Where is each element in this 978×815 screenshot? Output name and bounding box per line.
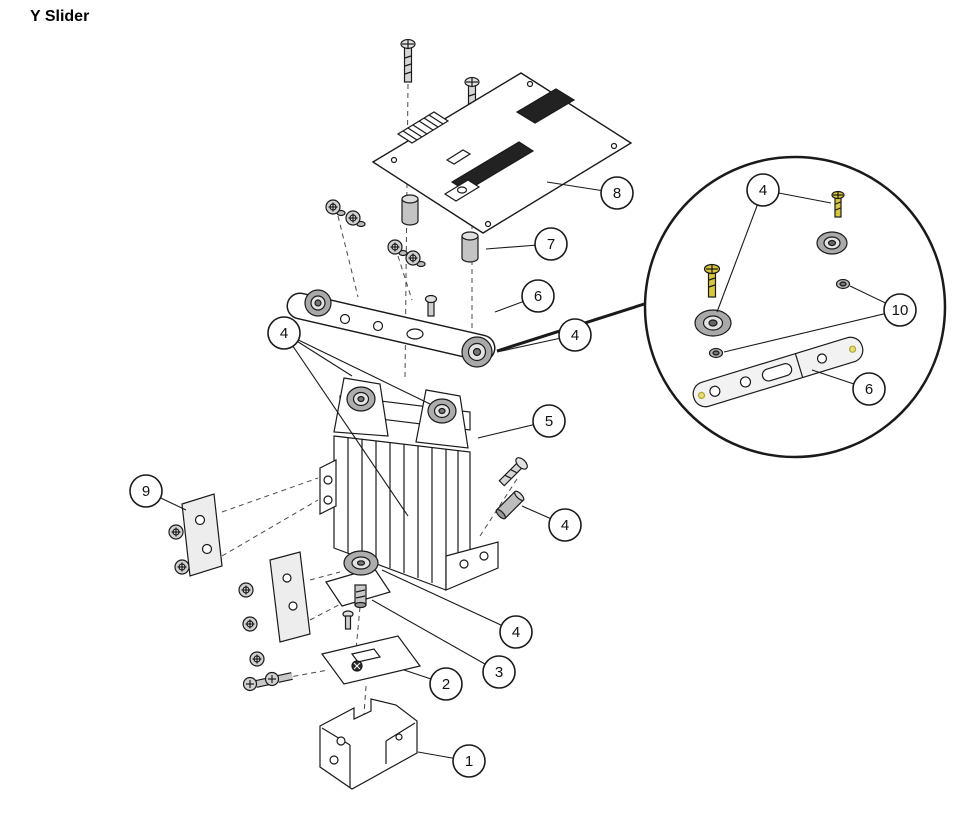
callout-balloon-circle <box>521 279 555 313</box>
callout-balloon-circle <box>558 318 592 352</box>
bottom-bracket-part <box>319 698 418 790</box>
callout-9: 9 <box>129 474 163 508</box>
callout-balloon-label: 9 <box>142 483 150 500</box>
detail-nut-right <box>835 278 851 290</box>
standoff-part-b <box>461 231 479 263</box>
callout-balloon-circle <box>267 316 301 350</box>
callout-balloon-circle <box>534 227 568 261</box>
callout-1: 1 <box>452 744 486 778</box>
callout-3: 3 <box>482 655 516 689</box>
callout-balloon-label: 8 <box>613 185 621 202</box>
callout-balloon-label: 3 <box>495 664 503 681</box>
callout-balloon-circle <box>600 176 634 210</box>
pinch-roller-part <box>325 550 391 630</box>
tilt-screw-part <box>498 457 528 487</box>
standoff-part-a <box>401 194 419 226</box>
washer-screw-icon <box>405 250 426 268</box>
washer-screw-icon <box>387 239 408 257</box>
callout-balloon-label: 4 <box>512 624 520 641</box>
callout-leader-line <box>381 569 517 633</box>
callout-leader-line <box>723 309 901 353</box>
callout-leader-line <box>283 332 431 405</box>
callout-balloon-label: 2 <box>442 676 450 693</box>
callout-4: 4 <box>267 316 301 350</box>
detail-inset <box>496 155 947 459</box>
callout-2: 2 <box>429 667 463 701</box>
detail-screw-right <box>831 190 845 218</box>
bottom-screws <box>242 671 293 692</box>
callout-10: 10 <box>883 293 917 327</box>
callout-balloon-label: 10 <box>892 302 909 319</box>
callout-7: 7 <box>534 227 568 261</box>
callout-6: 6 <box>521 279 555 313</box>
callout-balloon-label: 6 <box>534 288 542 305</box>
detail-nut-left <box>708 347 724 359</box>
callout-balloon-circle <box>532 404 566 438</box>
callout-5: 5 <box>532 404 566 438</box>
middle-plate-part <box>269 551 311 643</box>
callout-4: 4 <box>499 615 533 649</box>
mount-plate-part <box>320 635 422 685</box>
callout-balloon-label: 4 <box>280 325 288 342</box>
washer-screw-icon <box>325 199 346 217</box>
circuit-board-part <box>371 72 633 234</box>
callout-leader-line <box>716 189 764 313</box>
callout-4: 4 <box>548 508 582 542</box>
callout-balloon-label: 4 <box>571 327 579 344</box>
detail-roller-right <box>816 231 848 255</box>
callout-balloon-label: 4 <box>759 182 767 199</box>
detail-roller-left <box>694 309 732 337</box>
callout-balloon-circle <box>499 615 533 649</box>
middle-plate-screws <box>238 582 265 667</box>
callout-balloon-circle <box>852 372 886 406</box>
callout-6: 6 <box>852 372 886 406</box>
callout-balloon-circle <box>548 508 582 542</box>
callout-leader-line <box>371 599 500 673</box>
callout-balloon-circle <box>482 655 516 689</box>
callout-balloon-circle <box>746 173 780 207</box>
washer-screws <box>325 199 426 268</box>
callout-balloon-label: 6 <box>865 381 873 398</box>
callout-balloon-circle <box>883 293 917 327</box>
page-title: Y Slider <box>30 8 90 25</box>
roller-arm-part <box>286 289 496 368</box>
callout-leader-line <box>283 332 409 517</box>
roller-left <box>304 289 332 317</box>
callout-balloon-label: 1 <box>465 753 473 770</box>
callout-4: 4 <box>558 318 592 352</box>
callout-balloon-label: 7 <box>547 236 555 253</box>
callout-balloon-circle <box>429 667 463 701</box>
screw-top-left <box>400 38 416 83</box>
washer-screw-icon <box>345 210 366 228</box>
roller-right <box>461 336 493 368</box>
side-plate-part <box>181 493 223 577</box>
callout-8: 8 <box>600 176 634 210</box>
pin-part <box>495 490 525 520</box>
detail-roller-arm <box>692 336 864 408</box>
side-plate-screws <box>168 524 190 575</box>
callout-balloon-label: 5 <box>545 413 553 430</box>
detail-screw-left <box>703 263 721 298</box>
callout-4: 4 <box>746 173 780 207</box>
callout-balloon-label: 4 <box>561 517 569 534</box>
callout-balloon-circle <box>129 474 163 508</box>
callout-balloon-circle <box>452 744 486 778</box>
